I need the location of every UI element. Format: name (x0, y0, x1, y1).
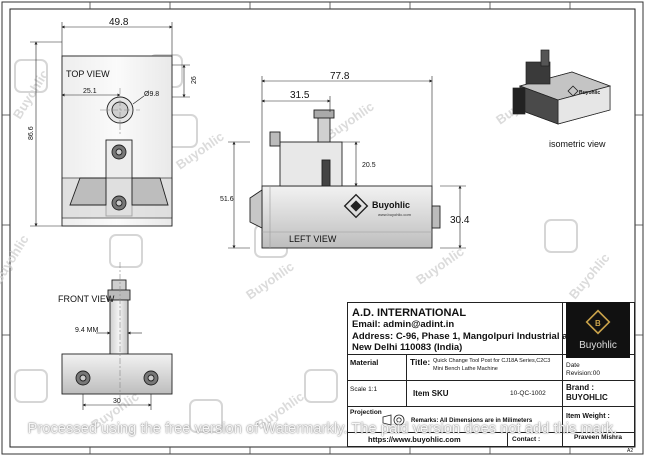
projection-symbol-icon (382, 414, 405, 426)
watermark-footer-notice: Processed using the free version of Wate… (27, 421, 618, 437)
dim-77-8: 77.8 (330, 71, 350, 82)
brand-label: Brand : (566, 383, 594, 392)
watermark-text: Buyohlic (323, 99, 377, 143)
dim-86-6: 86.6 (28, 126, 35, 140)
watermark-text: Buyohlic (566, 250, 613, 302)
company-address-line2: New Delhi 110083 (India) (352, 342, 463, 353)
sheet-size-label: A2 (627, 448, 634, 454)
company-email: Email: admin@adint.in (352, 319, 455, 330)
company-address-line1: Address: C-96, Phase 1, Mangolpuri Indus… (352, 331, 582, 342)
dim-49-8: 49.8 (109, 17, 129, 28)
watermark-text: Buyohlic (173, 129, 227, 173)
item-sku-label: Item SKU (413, 389, 449, 398)
material-label: Material (350, 358, 379, 367)
iso-brand-text: Buyohlic (579, 90, 600, 96)
top-view-dimensions (30, 22, 190, 227)
front-view-dimensions (82, 331, 152, 410)
contact-value: Praveen Mishra (574, 434, 623, 441)
brand-logo-icon: B Buyohlic (579, 309, 617, 351)
remarks-text: Remarks: All Dimensions are in Milimeter… (411, 418, 533, 424)
dim-30-4: 30.4 (450, 215, 470, 226)
left-view-dimensions (228, 76, 466, 249)
watermark-text: Buyohlic (413, 244, 467, 288)
label-isometric-view: isometric view (549, 139, 606, 149)
product-url-text: www.buyohlic.com (378, 212, 412, 217)
item-weight-label: Item Weight : (566, 413, 610, 420)
top-view-drawing (61, 55, 173, 227)
scale-label: Scale 1:1 (350, 386, 378, 393)
dim-dia-9-8: Ø9.8 (144, 91, 159, 98)
dim-20-5: 20.5 (362, 162, 376, 169)
watermark-text: Buyohlic (0, 232, 32, 287)
projection-label: Projection (350, 409, 382, 416)
title-value-line2: Mini Bench Lathe Machine (433, 366, 498, 372)
front-view-drawing (61, 262, 173, 400)
revision-label: Revision:00 (566, 370, 600, 377)
dim-26: 26 (191, 76, 198, 84)
dim-30: 30 (113, 398, 121, 405)
dim-31-5: 31.5 (290, 90, 310, 101)
title-label: Title: (410, 357, 431, 367)
brand-value: BUYOHLIC (566, 393, 608, 402)
item-sku-value: 10-QC-1002 (510, 390, 546, 397)
dim-51-6: 51.6 (220, 196, 234, 203)
isometric-view-drawing: Buyohlic (512, 49, 612, 125)
watermark-text: Buyohlic (243, 259, 297, 303)
website-url: https://www.buyohlic.com (368, 435, 461, 444)
dim-25-1: 25.1 (83, 88, 97, 95)
label-left-view: LEFT VIEW (289, 234, 337, 244)
brand-logo: B Buyohlic (566, 302, 630, 358)
contact-label: Contact : (512, 436, 541, 443)
left-view-drawing (249, 109, 441, 249)
company-name: A.D. INTERNATIONAL (352, 307, 467, 319)
date-label: Date (566, 362, 580, 369)
label-top-view: TOP VIEW (66, 69, 110, 79)
label-front-view: FRONT VIEW (58, 294, 115, 304)
svg-text:B: B (595, 319, 601, 328)
brand-logo-text: Buyohlic (579, 340, 617, 351)
title-value-line1: Quick Change Tool Post for CJ18A Series,… (433, 358, 551, 364)
dim-9-4: 9.4 MM (75, 327, 99, 334)
watermark-text: Buyohlic (10, 67, 52, 122)
product-brand-text: Buyohlic (372, 200, 410, 210)
